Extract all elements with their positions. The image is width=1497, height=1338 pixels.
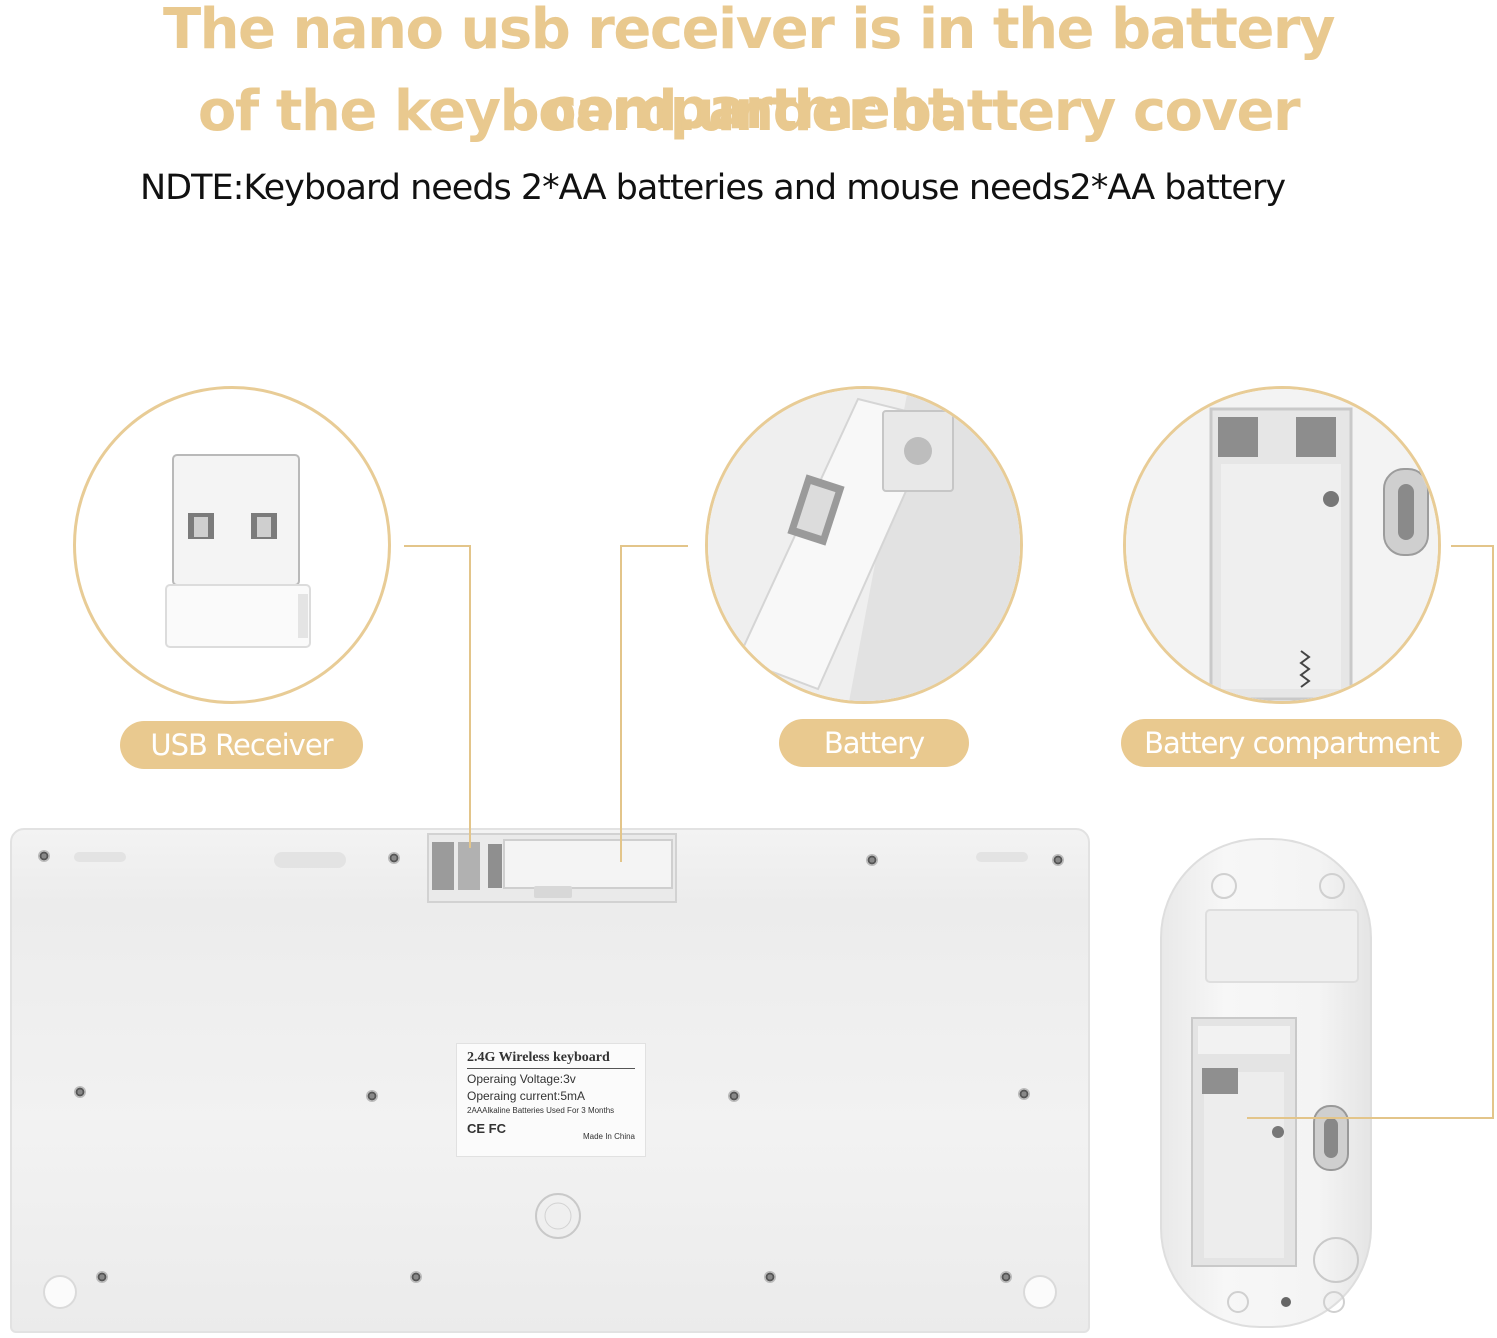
keyboard-screw [728,1090,740,1102]
battery-compartment-label: Battery compartment [1121,719,1462,767]
rating-label-voltage: Operaing Voltage:3v [467,1072,576,1086]
usb-receiver-leader-line [404,545,471,848]
keyboard-screw [1000,1271,1012,1283]
usb-receiver-label: USB Receiver [120,721,363,769]
certification-marks: CE FC [467,1121,506,1136]
battery-compartment-illustration [1126,389,1438,701]
battery-cover-illustration [708,389,1020,701]
keyboard-rating-label: 2.4G Wireless keyboard Operaing Voltage:… [456,1043,646,1157]
mouse-bottom [1160,838,1372,1328]
headline-line-1: The nano usb receiver is in the battery … [162,0,1336,142]
keyboard-screw [38,850,50,862]
battery-label: Battery [779,719,969,767]
rating-label-batteries: 2AAAlkaline Batteries Used For 3 Months [467,1106,615,1115]
rating-label-origin: Made In China [582,1132,635,1141]
usb-receiver-illustration [165,454,311,648]
keyboard-screw [74,1086,86,1098]
rating-label-current: Operaing current:5mA [467,1089,586,1103]
battery-compartment-detail-circle [1123,386,1441,704]
usb-receiver-detail-circle [73,386,391,704]
keyboard-screw [866,854,878,866]
headline-line-2: of the keyboard.under battery cover [197,79,1301,144]
keyboard-screw [388,852,400,864]
keyboard-screw [410,1271,422,1283]
keyboard-screw [1018,1088,1030,1100]
keyboard-screw [96,1271,108,1283]
battery-detail-circle [705,386,1023,704]
battery-note: NDTE:Keyboard needs 2*AA batteries and m… [140,168,1286,208]
rating-label-title: 2.4G Wireless keyboard [467,1050,635,1069]
keyboard-screw [1052,854,1064,866]
keyboard-screw [366,1090,378,1102]
battery-leader-line [620,545,688,862]
keyboard-screw [764,1271,776,1283]
mouse-compartment-illustration [1191,873,1359,1313]
